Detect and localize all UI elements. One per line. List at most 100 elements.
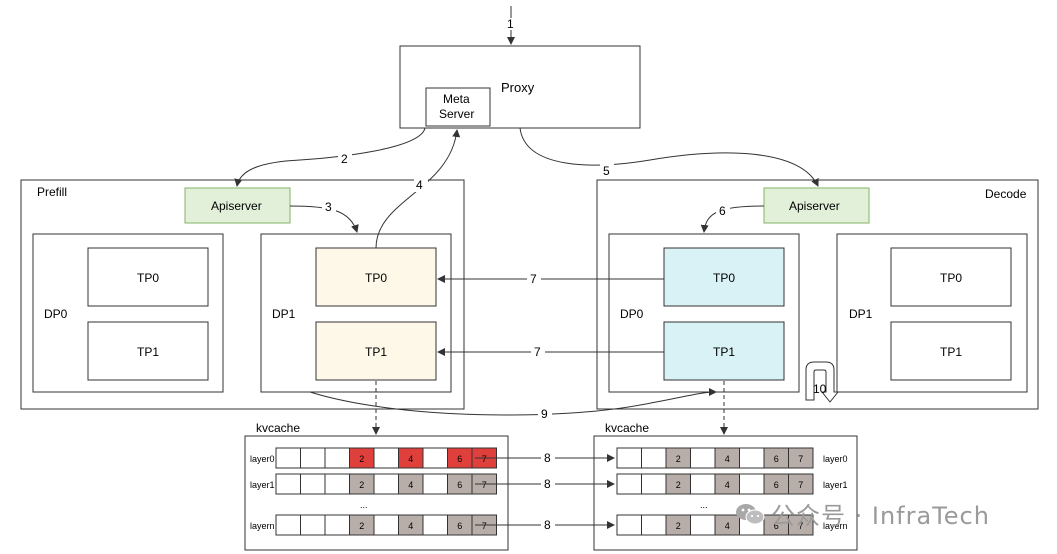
kvcache-left-ellipsis: ...: [360, 500, 368, 510]
decode-dp1-tp0: [890, 247, 1012, 307]
cache-cell-label: 7: [798, 521, 803, 531]
arrow-step-9: [309, 388, 717, 416]
cache-cell: [300, 514, 326, 536]
cache-cell: [422, 473, 448, 495]
proxy-label: Proxy: [501, 80, 535, 95]
cache-cell: [739, 473, 765, 495]
cache-cell-label: 4: [725, 454, 730, 464]
prefill-apiserver: [184, 187, 291, 224]
cache-cell-label: 2: [676, 454, 681, 464]
cache-cell: [690, 447, 716, 469]
decode-dp1-label: DP1: [849, 307, 873, 321]
step-9: 9: [541, 407, 548, 421]
watermark: 公众号 · InfraTech: [735, 496, 990, 531]
cache-cell: [275, 473, 301, 495]
layer-label: layer0: [823, 454, 848, 464]
cache-cell: [788, 514, 814, 536]
cache-cell: [690, 473, 716, 495]
decode-dp0-tp0-label: TP0: [713, 271, 735, 285]
prefill-dp0-label: DP0: [44, 307, 68, 321]
wechat-icon: [735, 502, 765, 526]
kvcache-right-ellipsis: ...: [700, 500, 708, 510]
step-7-tp1: 7: [534, 345, 541, 359]
prefill-dp0-tp1-label: TP1: [137, 345, 159, 359]
cache-cell-label: 4: [408, 454, 413, 464]
cache-cell-label: 6: [774, 480, 779, 490]
decode-dp1-tp0-label: TP0: [940, 271, 962, 285]
cache-cell: [300, 447, 326, 469]
layer-label: layern: [823, 521, 848, 531]
cache-cell-label: 7: [482, 521, 487, 531]
meta-server-box: [425, 87, 491, 127]
cache-cell-label: 4: [408, 521, 413, 531]
decode-dp0-tp0: [663, 247, 785, 307]
cache-cell: [373, 514, 399, 536]
cache-cell: [739, 447, 765, 469]
decode-apiserver: [763, 187, 870, 224]
meta-server-label-1: Meta: [443, 92, 470, 106]
cache-cell: [616, 473, 642, 495]
decode-dp1-tp1-label: TP1: [940, 345, 962, 359]
cache-cell-label: 4: [408, 480, 413, 490]
cache-cell: [788, 447, 814, 469]
cache-cell-label: 7: [482, 454, 487, 464]
prefill-dp0-tp1: [87, 321, 209, 381]
decode-apiserver-label: Apiserver: [789, 199, 840, 213]
step-4: 4: [416, 178, 423, 192]
decode-dp0-tp1: [663, 321, 785, 381]
decode-label: Decode: [985, 187, 1027, 201]
step-10: 10: [813, 382, 827, 396]
step-3: 3: [325, 200, 332, 214]
cache-cell-label: 7: [482, 480, 487, 490]
cache-cell-label: 6: [457, 480, 462, 490]
step-8-layer0: 8: [544, 451, 551, 465]
loop-icon: [805, 361, 840, 403]
cache-cell-label: 6: [774, 454, 779, 464]
prefill-dp1-tp1-label: TP1: [365, 345, 387, 359]
layer-label: layer1: [250, 480, 275, 490]
cache-cell: [616, 514, 642, 536]
arrow-step-5: [519, 127, 819, 187]
prefill-dp1-label: DP1: [272, 307, 296, 321]
kvcache-right-title: kvcache: [605, 421, 649, 435]
cache-cell: [275, 514, 301, 536]
layer-label: layer0: [250, 454, 275, 464]
cache-cell: [324, 447, 350, 469]
step-2: 2: [341, 152, 348, 166]
step-8-layern: 8: [544, 518, 551, 532]
cache-cell: [641, 514, 667, 536]
decode-dp0-tp1-label: TP1: [713, 345, 735, 359]
kvcache-left-title: kvcache: [256, 421, 300, 435]
cache-cell: [641, 473, 667, 495]
cache-cell: [616, 447, 642, 469]
step-5: 5: [603, 164, 610, 178]
cache-cell-label: 2: [359, 521, 364, 531]
cache-cell: [788, 473, 814, 495]
cache-cell: [300, 473, 326, 495]
cache-cell-label: 6: [457, 454, 462, 464]
cache-cell-label: 2: [676, 480, 681, 490]
arrow-step-4: [375, 129, 461, 249]
cache-cell-label: 7: [798, 480, 803, 490]
step-6: 6: [719, 204, 726, 218]
step-7-tp0: 7: [530, 272, 537, 286]
cache-cell-label: 6: [774, 521, 779, 531]
prefill-dp1-tp0-label: TP0: [365, 271, 387, 285]
cache-cell: [324, 473, 350, 495]
cache-cell: [373, 473, 399, 495]
layer-label: layer1: [823, 480, 848, 490]
cache-cell: [275, 447, 301, 469]
watermark-text: 公众号 · InfraTech: [771, 502, 990, 530]
cache-cell: [690, 514, 716, 536]
cache-cell-label: 7: [798, 454, 803, 464]
meta-server-label-2: Server: [439, 107, 474, 121]
cache-cell: [324, 514, 350, 536]
cache-cell: [641, 447, 667, 469]
cache-cell: [422, 514, 448, 536]
cache-cell: [373, 447, 399, 469]
prefill-dp0-tp0-label: TP0: [137, 271, 159, 285]
prefill-apiserver-label: Apiserver: [211, 199, 262, 213]
layer-label: layern: [250, 521, 275, 531]
prefill-dp1-tp1: [315, 321, 437, 381]
